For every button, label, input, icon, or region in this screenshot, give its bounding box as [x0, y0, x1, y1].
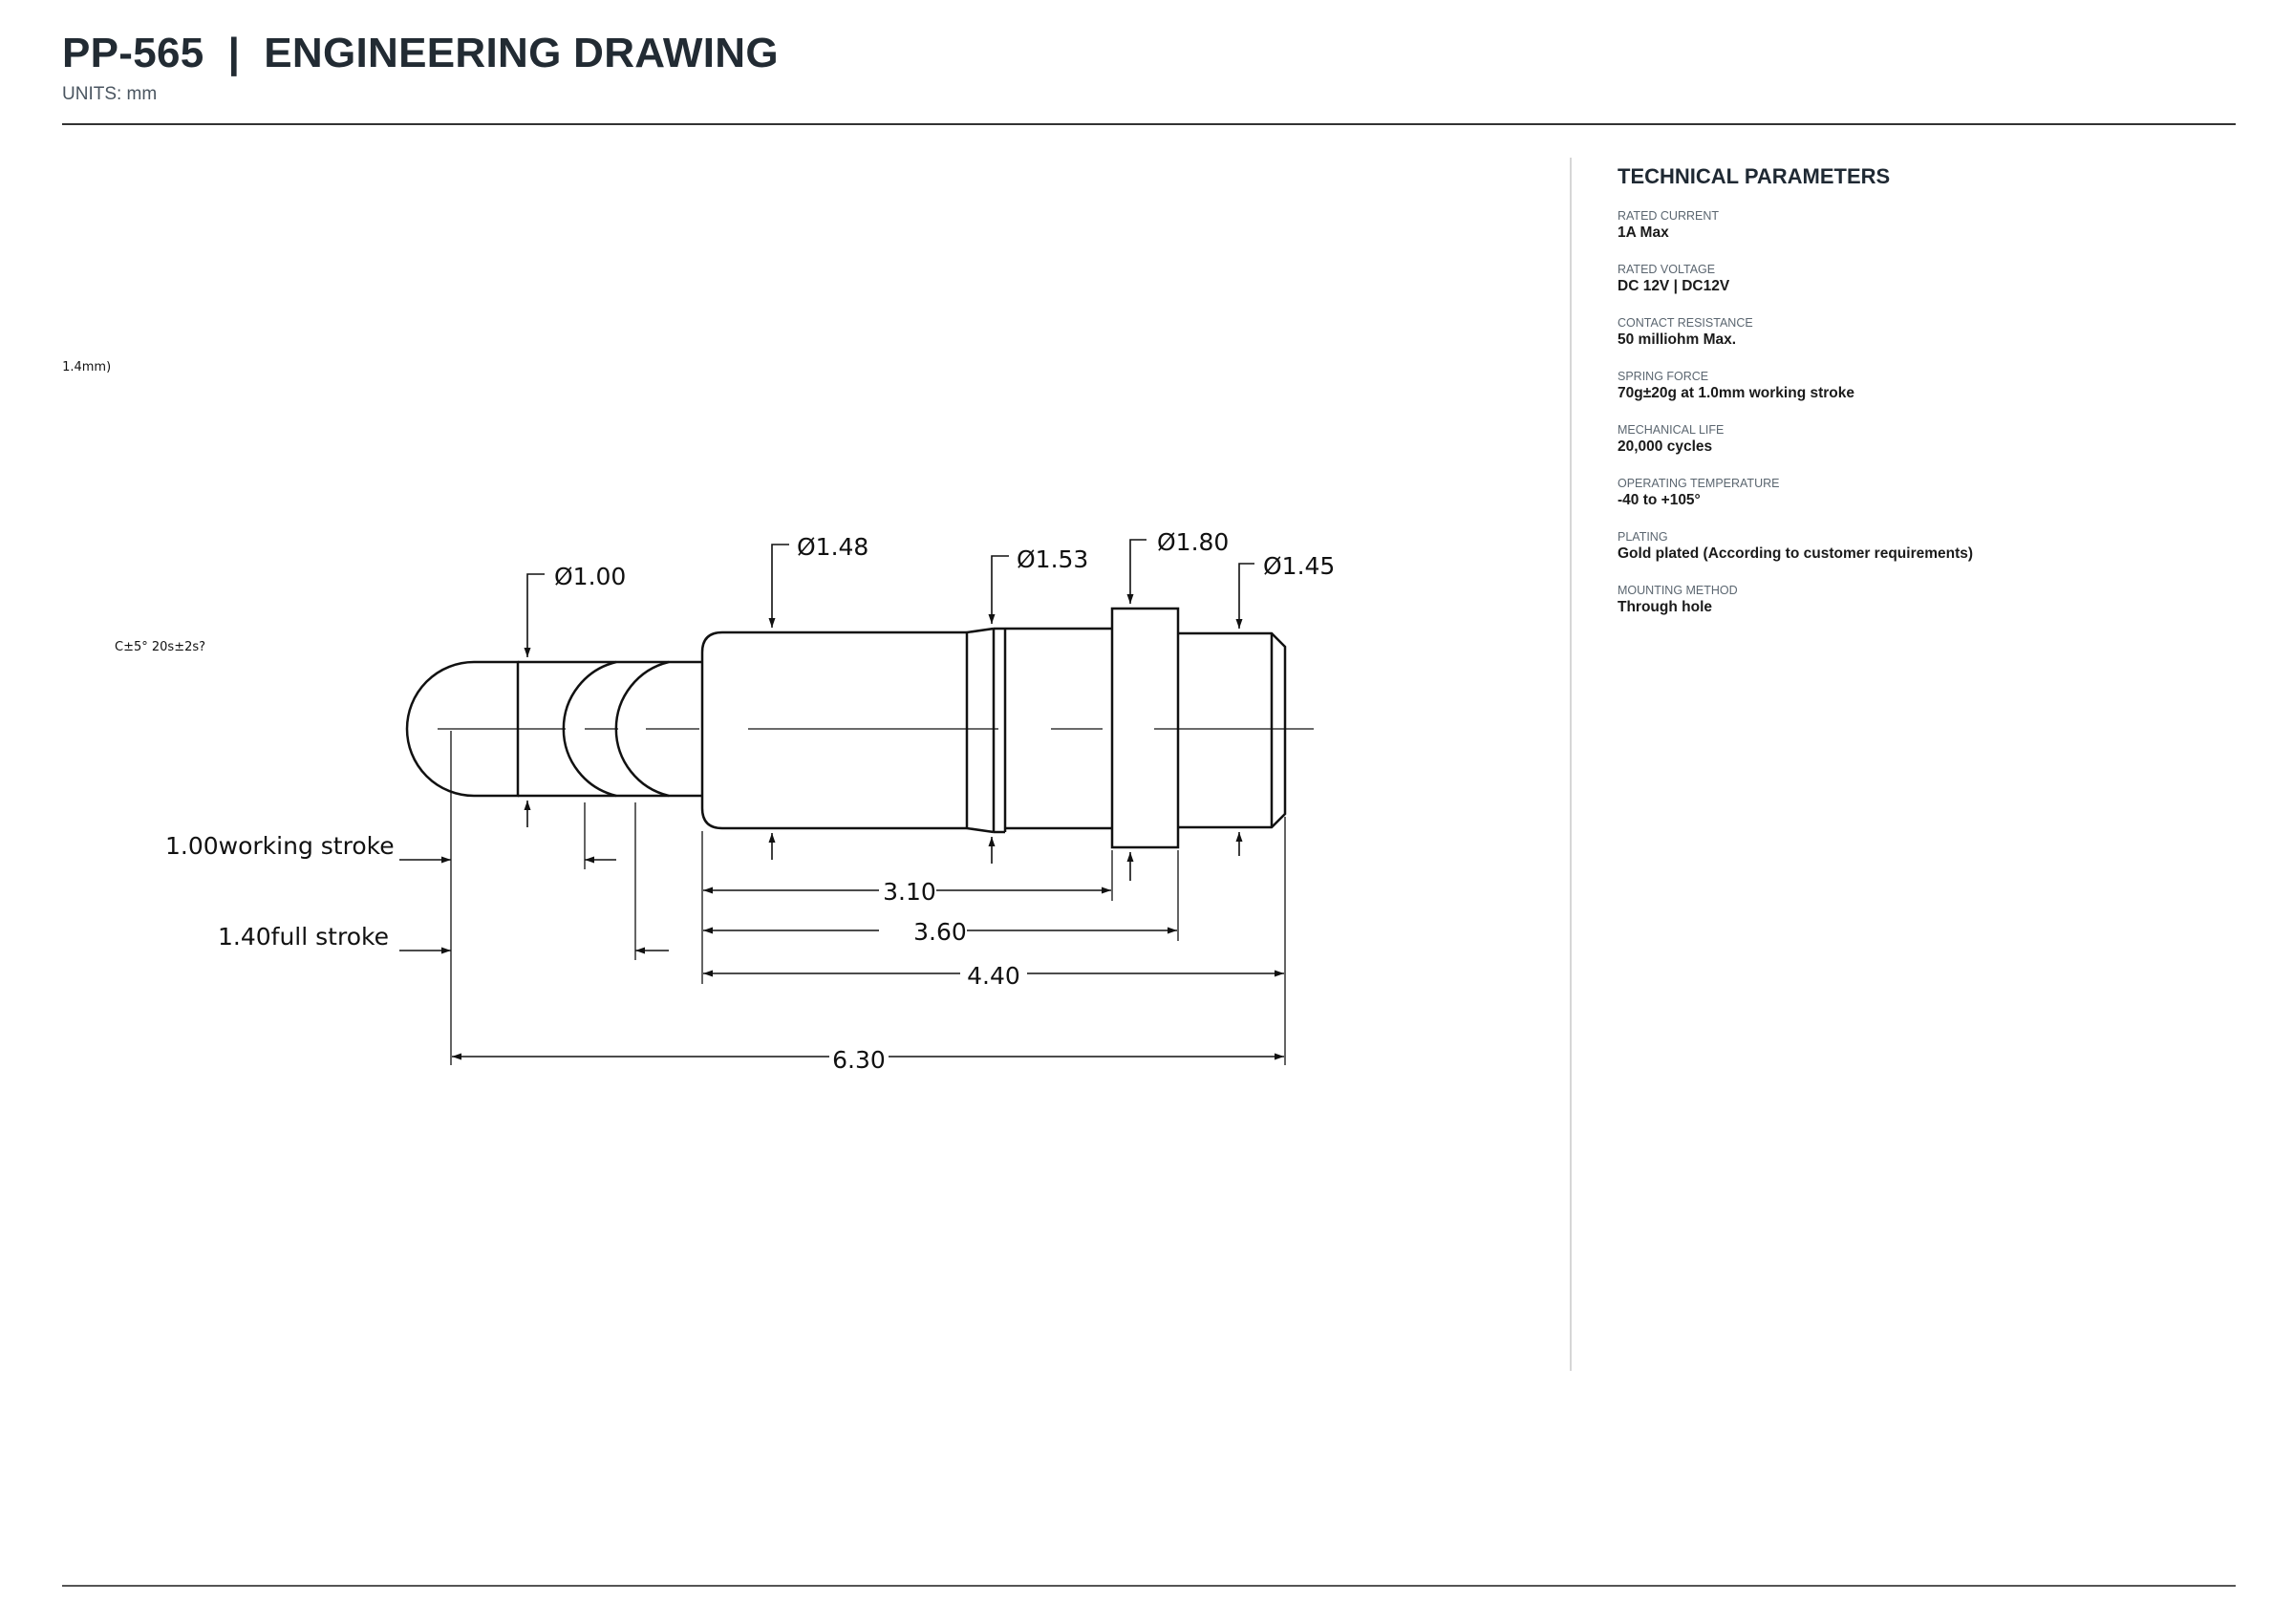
- parameter-value: DC 12V | DC12V: [1618, 278, 1730, 294]
- parameter-label: MOUNTING METHOD: [1618, 584, 1738, 597]
- full-stroke-label: 1.40full stroke: [218, 923, 389, 951]
- parameter-value: 20,000 cycles: [1618, 438, 1713, 455]
- parameter-value: Through hole: [1618, 599, 1713, 615]
- diameter-labels: Ø1.00 Ø1.48 Ø1.53 Ø1.80 Ø1.45: [554, 528, 1335, 590]
- length-labels: 3.10 3.60 4.40 6.30: [832, 878, 1020, 1074]
- clipped-fragments: (1.4mm) C±5° 20s±2s?: [57, 360, 205, 654]
- clipped-annotation-2: C±5° 20s±2s?: [115, 640, 205, 654]
- parameter-item: MOUNTING METHOD Through hole: [1618, 583, 2229, 617]
- page-header: PP-565 | ENGINEERING DRAWING UNITS: mm: [62, 27, 2236, 105]
- clipped-annotation-1: (1.4mm): [62, 360, 111, 374]
- dim-label-d180: Ø1.80: [1157, 528, 1229, 556]
- dim-label-d100: Ø1.00: [554, 563, 626, 590]
- panel-divider: [1570, 158, 1572, 1371]
- parameter-value: Gold plated (According to customer requi…: [1618, 545, 1974, 562]
- dim-label-d153: Ø1.53: [1017, 545, 1088, 573]
- parameter-label: MECHANICAL LIFE: [1618, 423, 1725, 437]
- tail-section: [1178, 631, 1287, 829]
- pogo-pin-drawing: Ø1.00 Ø1.48 Ø1.53 Ø1.80 Ø1.45: [57, 360, 1335, 1074]
- page-title: PP-565 | ENGINEERING DRAWING: [62, 30, 779, 76]
- parameter-value: 1A Max: [1618, 224, 1669, 241]
- units-label: UNITS: mm: [62, 84, 158, 104]
- parameter-label: CONTACT RESISTANCE: [1618, 316, 1753, 330]
- header-divider: [62, 123, 2236, 125]
- working-stroke-label: 1.00working stroke: [165, 832, 395, 860]
- pin-outline: [405, 607, 1287, 849]
- stroke-dimensions: [399, 856, 669, 954]
- length-dimensions: [452, 887, 1284, 1060]
- dim-label-d148: Ø1.48: [797, 533, 868, 561]
- parameter-label: OPERATING TEMPERATURE: [1618, 477, 1780, 490]
- dim-label-310: 3.10: [883, 878, 936, 906]
- dim-label-630: 6.30: [832, 1046, 886, 1074]
- parameter-label: PLATING: [1618, 530, 1668, 544]
- parameter-item: RATED VOLTAGE DC 12V | DC12V: [1618, 262, 2229, 296]
- dim-label-360: 3.60: [913, 918, 967, 946]
- barrel-front: [700, 630, 967, 830]
- parameter-value: -40 to +105°: [1618, 492, 1701, 508]
- stroke-labels: 1.00working stroke 1.40full stroke: [165, 832, 395, 951]
- extension-lines: [450, 731, 1286, 1065]
- footer-divider: [62, 1585, 2236, 1587]
- parameter-item: SPRING FORCE 70g±20g at 1.0mm working str…: [1618, 369, 2229, 403]
- parameter-item: OPERATING TEMPERATURE -40 to +105°: [1618, 476, 2229, 510]
- collar-flange: [1110, 607, 1180, 849]
- engineering-drawing: Ø1.00 Ø1.48 Ø1.53 Ø1.80 Ø1.45: [57, 158, 1553, 1400]
- parameter-label: RATED VOLTAGE: [1618, 263, 1716, 276]
- parameter-label: RATED CURRENT: [1618, 209, 1720, 223]
- diameter-leaders: [524, 539, 1254, 881]
- parameter-value: 70g±20g at 1.0mm working stroke: [1618, 385, 1854, 401]
- dim-label-d145: Ø1.45: [1263, 552, 1335, 580]
- parameters-heading: TECHNICAL PARAMETERS: [1618, 164, 1891, 188]
- parameter-value: 50 milliohm Max.: [1618, 331, 1737, 348]
- parameter-label: SPRING FORCE: [1618, 370, 1709, 383]
- dim-label-440: 4.40: [967, 962, 1020, 990]
- plunger-tip: [405, 660, 520, 798]
